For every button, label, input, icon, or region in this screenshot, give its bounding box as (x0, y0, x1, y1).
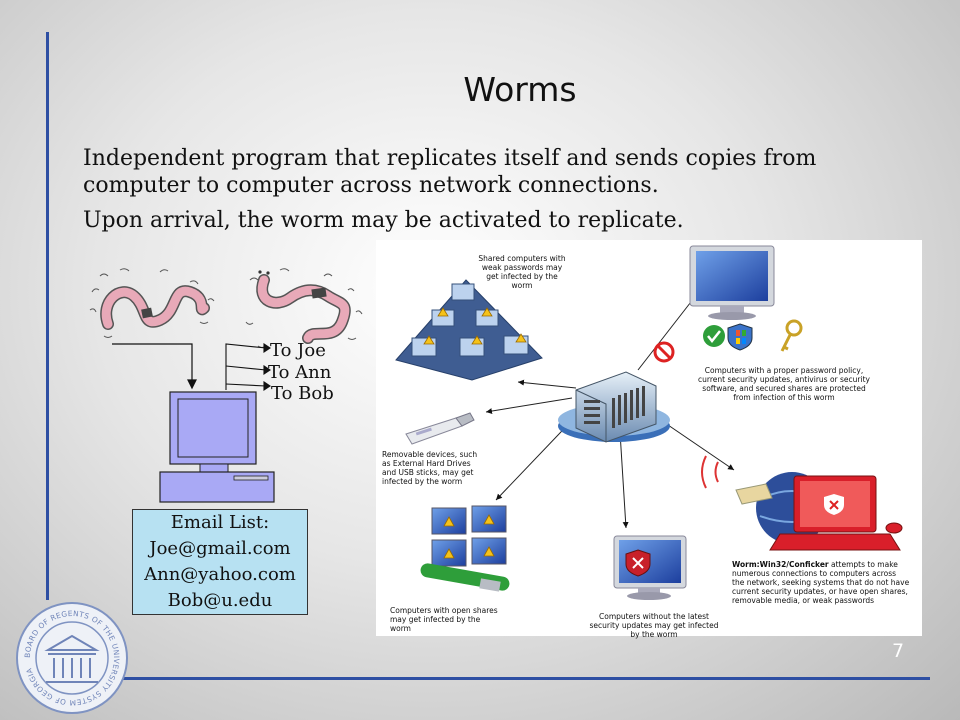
usg-seal-logo: BOARD OF REGENTS OF THE UNIVERSITY SYSTE… (16, 602, 128, 714)
unpatched-computer-icon (613, 535, 687, 600)
propagation-arrows (485, 297, 735, 529)
caption-shared: Shared computers with weak passwords may… (478, 254, 566, 290)
usb-stick-icon (405, 412, 475, 445)
left-accent-line (46, 32, 49, 600)
conficker-description: attempts to make numerous connections to… (732, 560, 910, 605)
recipient-ann: To Ann (268, 362, 332, 383)
email-list-title: Email List: (170, 512, 270, 533)
caption-no-updates: Computers without the latest security up… (589, 612, 719, 639)
send-arrows (225, 342, 271, 392)
recipient-joe: To Joe (270, 340, 326, 361)
email-list-box: Email List: Joe@gmail.com Ann@yahoo.com … (132, 509, 308, 615)
paragraph-activation: Upon arrival, the worm may be activated … (83, 208, 684, 233)
page-number: 7 (891, 640, 905, 662)
paragraph-definition: Independent program that replicates itse… (83, 146, 817, 198)
conficker-laptop-icon (701, 455, 903, 551)
caption-conficker: Worm:Win32/Conficker attempts to make nu… (732, 560, 910, 605)
server-icon (558, 371, 670, 443)
shared-computers-icon (395, 279, 543, 381)
email-worm-diagram: To Joe To Ann To Bob Email List: Joe@gma… (80, 262, 370, 622)
protected-computer-icon (689, 245, 803, 352)
infected-computer-icon (159, 391, 275, 503)
slide-title: Worms (463, 70, 577, 109)
bottom-accent-line (118, 677, 930, 680)
email-entry: Joe@gmail.com (149, 538, 291, 559)
email-entry: Bob@u.edu (167, 590, 273, 611)
blocked-icon (653, 341, 675, 363)
conficker-name: Worm:Win32/Conficker (732, 560, 829, 569)
network-propagation-diagram: Shared computers with weak passwords may… (376, 240, 922, 639)
caption-open-shares: Computers with open shares may get infec… (390, 606, 498, 633)
infection-arrow (112, 343, 197, 390)
email-entry: Ann@yahoo.com (144, 564, 296, 585)
open-shares-computers-icon (420, 505, 510, 592)
caption-removable: Removable devices, such as External Hard… (382, 450, 478, 486)
caption-protected: Computers with a proper password policy,… (698, 366, 870, 402)
recipient-bob: To Bob (271, 383, 334, 404)
